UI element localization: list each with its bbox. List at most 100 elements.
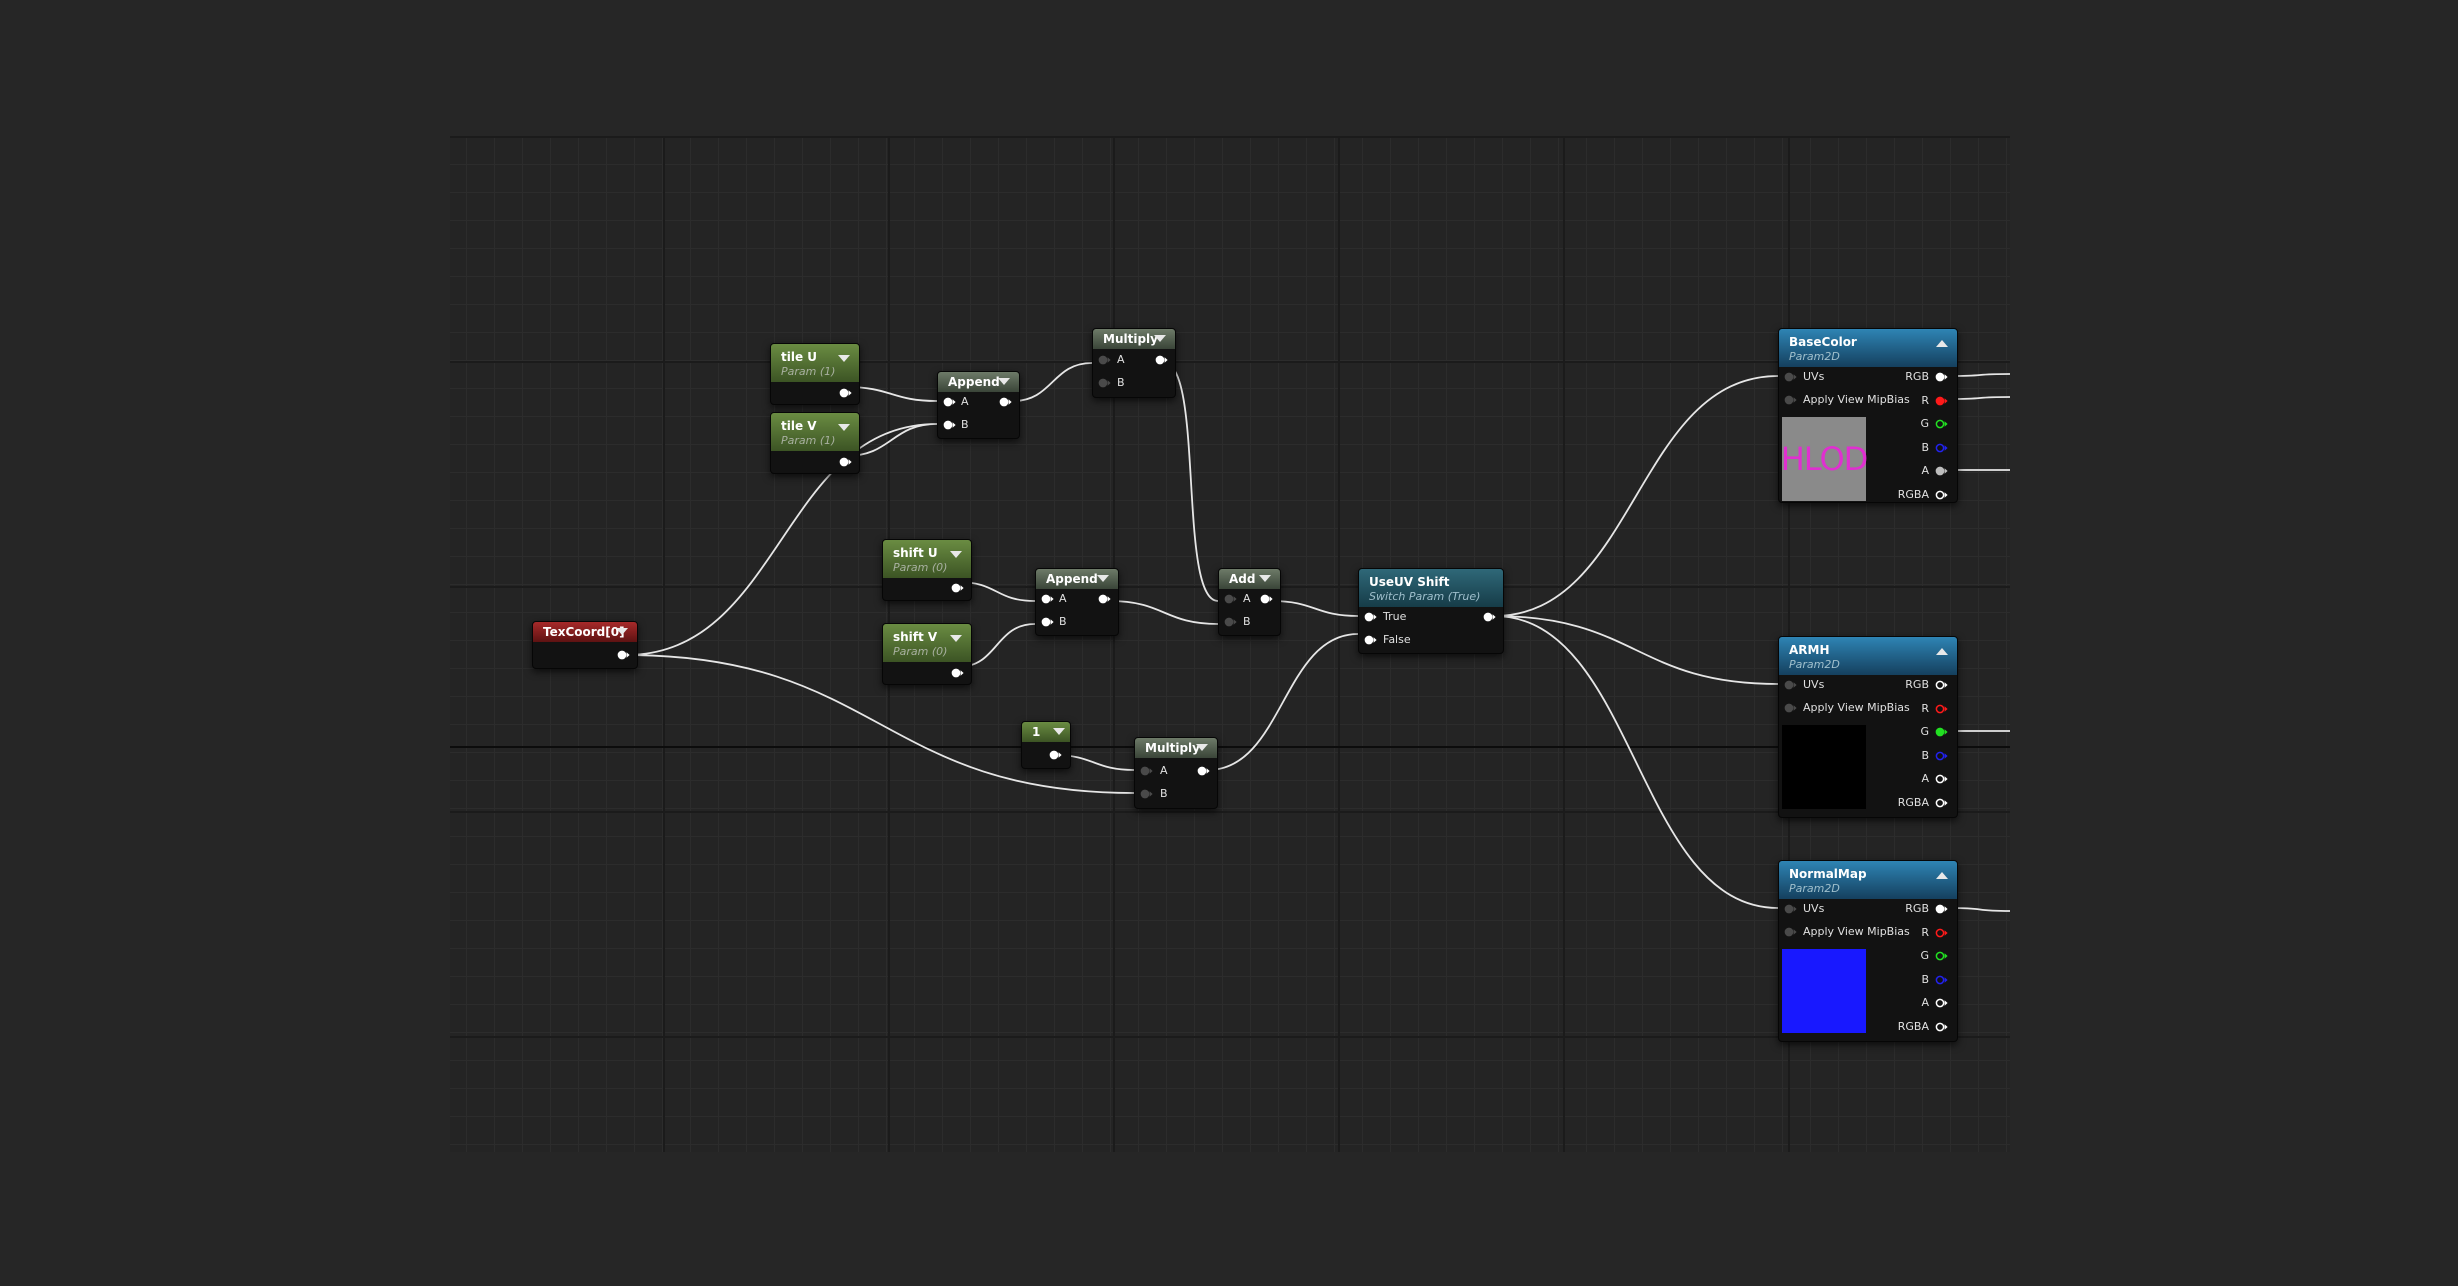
input-pin-a[interactable]: [943, 397, 957, 407]
wire-texcoord-multiply[interactable]: [625, 654, 1135, 794]
input-pin-false[interactable]: [1364, 635, 1378, 645]
useuv-shift-node[interactable]: UseUV Shift Switch Param (True) True Fal…: [1358, 568, 1504, 654]
tile-v-node[interactable]: tile V Param (1): [770, 412, 860, 474]
input-pin-apply-view-mipbias[interactable]: [1784, 927, 1798, 937]
input-pin-apply-view-mipbias[interactable]: [1784, 703, 1798, 713]
output-pin-a[interactable]: [1935, 998, 1949, 1008]
collapse-arrow-icon[interactable]: [1053, 728, 1065, 735]
wire-append-multiply[interactable]: [1012, 362, 1093, 402]
input-pin-b[interactable]: [943, 420, 957, 430]
input-pin-uvs[interactable]: [1784, 680, 1798, 690]
output-pin[interactable]: [1155, 355, 1169, 365]
constant-one-node[interactable]: 1: [1021, 721, 1071, 769]
collapse-arrow-icon[interactable]: [950, 635, 962, 642]
material-graph-canvas[interactable]: tile U Param (1) tile V Param (1) Append…: [450, 136, 2010, 1152]
wire-basecolor-rgb-out[interactable]: [1949, 373, 2010, 377]
output-pin[interactable]: [951, 583, 965, 593]
append-tile-node[interactable]: Append A B: [937, 371, 1020, 439]
collapse-arrow-icon[interactable]: [1936, 648, 1948, 655]
output-pin-rgb[interactable]: [1935, 372, 1949, 382]
output-pin-a[interactable]: [1935, 466, 1949, 476]
output-pin-rgba[interactable]: [1935, 490, 1949, 500]
collapse-arrow-icon[interactable]: [1196, 744, 1208, 751]
collapse-arrow-icon[interactable]: [1259, 575, 1271, 582]
input-pin-b[interactable]: [1224, 617, 1238, 627]
tile-u-node[interactable]: tile U Param (1): [770, 343, 860, 405]
wire-texcoord-append[interactable]: [625, 423, 938, 656]
output-pin[interactable]: [1197, 766, 1211, 776]
collapse-arrow-icon[interactable]: [998, 378, 1010, 385]
input-pin-a[interactable]: [1140, 766, 1154, 776]
input-pin-a[interactable]: [1098, 355, 1112, 365]
pin-label-apply-view-mipbias: Apply View MipBias: [1803, 701, 1910, 714]
multiply-bottom-node[interactable]: Multiply A B: [1134, 737, 1218, 809]
wire-layer: [625, 362, 2010, 912]
pin-label-uvs: UVs: [1803, 678, 1825, 691]
multiply-top-node[interactable]: Multiply A B: [1092, 328, 1176, 398]
output-pin[interactable]: [839, 388, 853, 398]
output-pin-a[interactable]: [1935, 774, 1949, 784]
output-pin-r[interactable]: [1935, 928, 1949, 938]
wire-add-true[interactable]: [1271, 600, 1359, 617]
input-pin-a[interactable]: [1224, 594, 1238, 604]
input-pin-apply-view-mipbias[interactable]: [1784, 395, 1798, 405]
output-pin-g[interactable]: [1935, 419, 1949, 429]
wire-switch-armh[interactable]: [1493, 615, 1779, 685]
output-pin-b[interactable]: [1935, 443, 1949, 453]
collapse-arrow-icon[interactable]: [1154, 335, 1166, 342]
output-pin-rgb[interactable]: [1935, 680, 1949, 690]
collapse-arrow-icon[interactable]: [1097, 575, 1109, 582]
output-pin-r[interactable]: [1935, 704, 1949, 714]
node-title: Append: [948, 375, 1000, 389]
collapse-arrow-icon[interactable]: [616, 628, 628, 635]
output-pin-g[interactable]: [1935, 951, 1949, 961]
pin-label-b: B: [1117, 376, 1125, 389]
shift-u-node[interactable]: shift U Param (0): [882, 539, 972, 601]
node-subtitle: Param (1): [781, 434, 836, 447]
input-pin-uvs[interactable]: [1784, 904, 1798, 914]
output-pin-b[interactable]: [1935, 751, 1949, 761]
node-title: BaseColor: [1789, 335, 1857, 349]
output-pin-r[interactable]: [1935, 396, 1949, 406]
shift-v-node[interactable]: shift V Param (0): [882, 623, 972, 685]
wire-append-add[interactable]: [1109, 600, 1219, 625]
collapse-arrow-icon[interactable]: [838, 424, 850, 431]
output-pin[interactable]: [1260, 594, 1274, 604]
wire-multiply-false[interactable]: [1207, 633, 1359, 771]
append-shift-node[interactable]: Append A B: [1035, 568, 1119, 636]
collapse-arrow-icon[interactable]: [838, 355, 850, 362]
output-pin[interactable]: [839, 457, 853, 467]
pin-label-b: B: [1160, 787, 1168, 800]
wire-normalmap-rgb-out[interactable]: [1949, 907, 2010, 912]
output-pin-rgb[interactable]: [1935, 904, 1949, 914]
wire-switch-normalmap[interactable]: [1493, 615, 1779, 909]
output-pin[interactable]: [1049, 750, 1063, 760]
add-node[interactable]: Add A B: [1218, 568, 1281, 636]
wire-basecolor-r-out[interactable]: [1949, 396, 2010, 400]
input-pin-true[interactable]: [1364, 612, 1378, 622]
input-pin-b[interactable]: [1041, 617, 1055, 627]
output-pin-rgba[interactable]: [1935, 798, 1949, 808]
collapse-arrow-icon[interactable]: [950, 551, 962, 558]
output-pin[interactable]: [999, 397, 1013, 407]
output-pin-g[interactable]: [1935, 727, 1949, 737]
output-pin[interactable]: [1098, 594, 1112, 604]
output-pin[interactable]: [1483, 612, 1497, 622]
node-subtitle: Param2D: [1789, 350, 1840, 363]
texcoord-node[interactable]: TexCoord[0]: [532, 621, 638, 669]
collapse-arrow-icon[interactable]: [1936, 340, 1948, 347]
output-pin[interactable]: [951, 668, 965, 678]
input-pin-a[interactable]: [1041, 594, 1055, 604]
output-pin[interactable]: [617, 650, 631, 660]
wire-switch-basecolor[interactable]: [1493, 375, 1779, 617]
collapse-arrow-icon[interactable]: [1936, 872, 1948, 879]
output-pin-rgba[interactable]: [1935, 1022, 1949, 1032]
input-pin-b[interactable]: [1098, 378, 1112, 388]
wire-multiply-add[interactable]: [1163, 362, 1219, 602]
input-pin-b[interactable]: [1140, 789, 1154, 799]
input-pin-uvs[interactable]: [1784, 372, 1798, 382]
output-pin-b[interactable]: [1935, 975, 1949, 985]
